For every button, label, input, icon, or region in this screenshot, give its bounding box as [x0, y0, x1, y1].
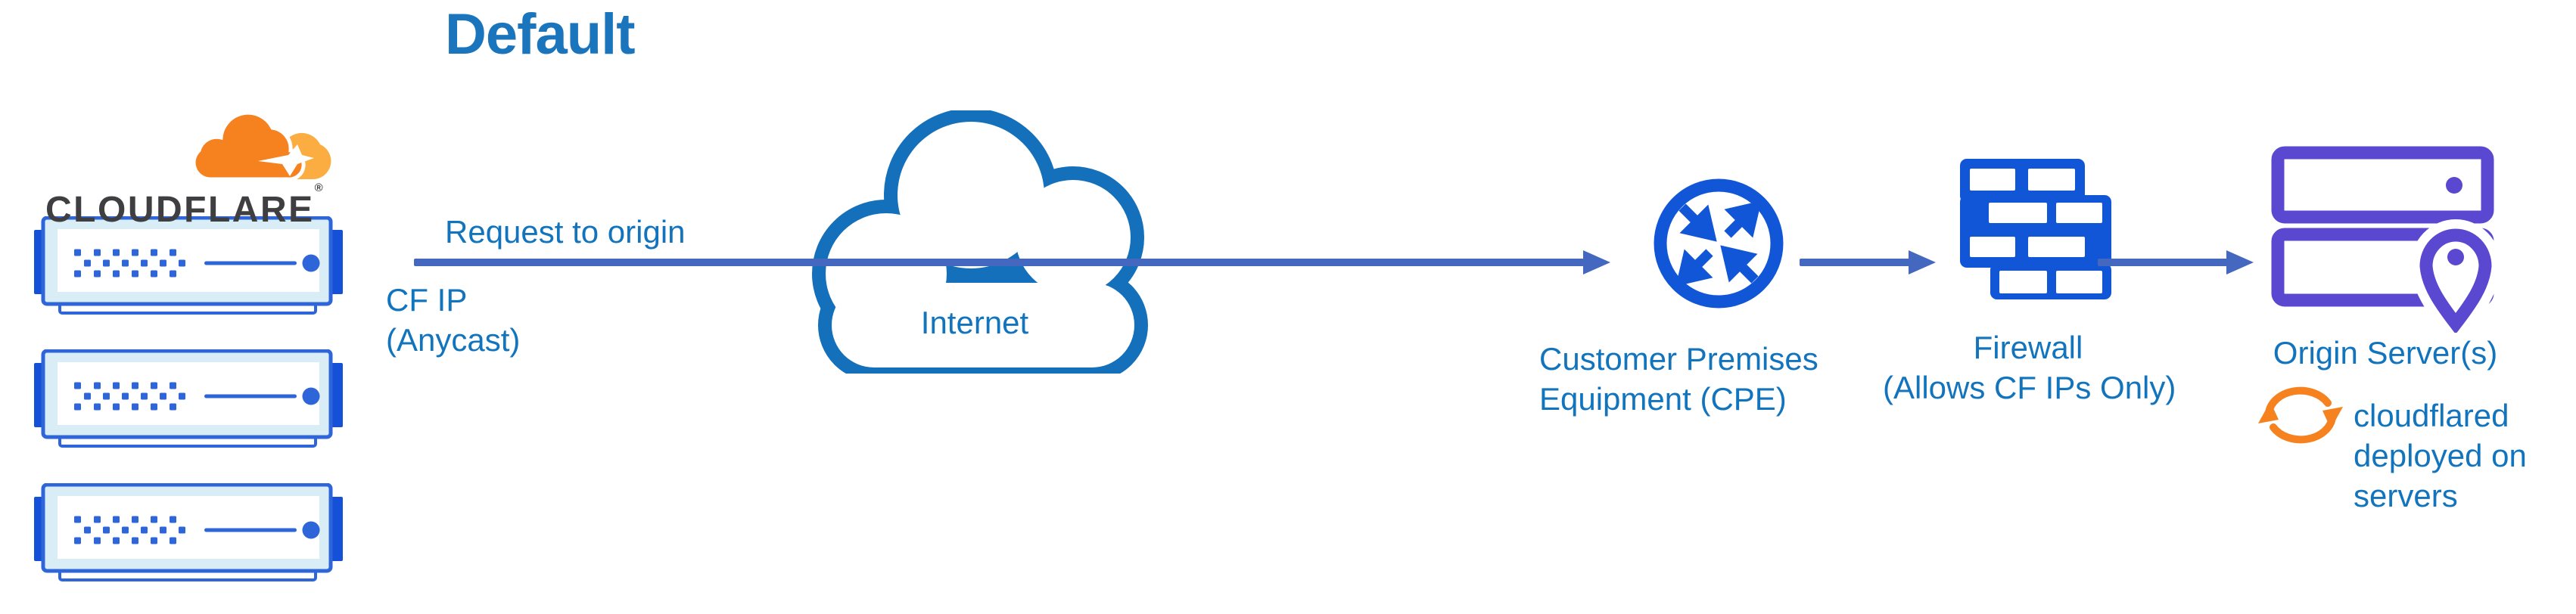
firewall-label-line1: Firewall: [1973, 330, 2083, 365]
cpe-label: Customer Premises Equipment (CPE): [1539, 339, 1818, 419]
cpe-router-icon: [1654, 178, 1784, 309]
request-to-origin-label: Request to origin: [445, 214, 686, 250]
cloudflared-label: cloudflared deployed on servers: [2354, 395, 2527, 516]
cloudflare-logo-spark: [258, 144, 314, 176]
edge-server-icon-2: [33, 349, 344, 451]
cloudflare-wordmark: CLOUDFLARE®: [45, 181, 323, 231]
internet-cloud-icon: [812, 110, 1148, 374]
cpe-label-line1: Customer Premises: [1539, 341, 1818, 377]
origin-servers-label: Origin Server(s): [2273, 335, 2498, 371]
cloudflared-label-line3: servers: [2354, 478, 2458, 513]
internet-label: Internet: [920, 305, 1029, 340]
cf-ip-label: CF IP (Anycast): [386, 280, 520, 360]
cloudflared-label-line2: deployed on: [2354, 438, 2527, 473]
firewall-icon: [1960, 159, 2111, 299]
firewall-label-line2: (Allows CF IPs Only): [1883, 370, 2176, 405]
firewall-to-origin-arrow-shaft: [2098, 259, 2228, 266]
firewall-label: Firewall (Allows CF IPs Only): [1883, 327, 2176, 408]
firewall-to-origin-arrow-head: [2226, 250, 2254, 274]
location-pin-icon: [2419, 228, 2492, 333]
diagram-title: Default: [445, 2, 636, 67]
registered-trademark: ®: [314, 181, 323, 194]
cloudflared-label-line1: cloudflared: [2354, 398, 2509, 433]
request-arrow-shaft: [414, 259, 1584, 266]
request-arrow-head: [1583, 250, 1610, 274]
cpe-to-firewall-arrow-head: [1909, 250, 1936, 274]
edge-server-icon-3: [33, 483, 344, 585]
origin-servers-icon: [2271, 146, 2497, 333]
sync-arrows-icon: [2258, 386, 2343, 444]
cf-ip-line1: CF IP: [386, 282, 468, 318]
cpe-label-line2: Equipment (CPE): [1539, 381, 1787, 417]
edge-server-icon-1: [33, 216, 344, 318]
cf-ip-line2: (Anycast): [386, 322, 521, 358]
cpe-to-firewall-arrow-shaft: [1800, 259, 1910, 266]
cloudflare-logo-icon: [191, 111, 331, 181]
cloudflare-wordmark-text: CLOUDFLARE: [45, 190, 315, 230]
